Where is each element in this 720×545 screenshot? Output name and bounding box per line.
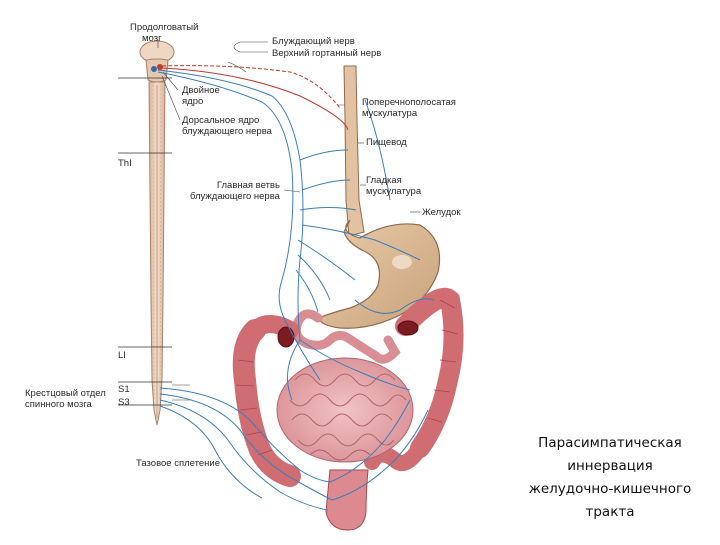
label-striated-muscle-line2: мускулатура [362, 108, 456, 119]
label-esophagus: Пищевод [366, 137, 407, 148]
label-vagus-nerve: Блуждающий нерв [272, 36, 355, 47]
caption-line1: Парасимпатическая [505, 432, 715, 455]
label-nucleus-ambiguus-line1: Двойное [182, 85, 220, 96]
esophagus [344, 66, 364, 236]
label-s3: S3 [118, 397, 130, 408]
label-medulla-line2: мозг [130, 33, 198, 44]
label-medulla: Продолговатый мозг [130, 22, 198, 44]
caption-line4: тракта [505, 501, 715, 524]
label-striated-muscle-line1: Поперечнополосатая [362, 97, 456, 108]
label-th1: ThI [118, 158, 132, 169]
label-superior-laryngeal-nerve: Верхний гортанный нерв [272, 48, 381, 59]
label-smooth-muscle-line1: Гладкая [366, 175, 421, 186]
label-smooth-muscle-line2: мускулатура [366, 186, 421, 197]
label-nucleus-ambiguus-line2: ядро [182, 96, 220, 107]
label-dorsal-nucleus-line2: блуждающего нерва [182, 126, 272, 137]
caption-line3: желудочно-кишечного [505, 478, 715, 501]
label-main-branch-line2: блуждающего нерва [190, 191, 280, 202]
label-pelvic-plexus: Тазовое сплетение [136, 458, 220, 469]
label-sacral-line1: Крестцовый отдел [25, 388, 106, 399]
spinal-cord [140, 41, 174, 425]
label-main-vagus-branch: Главная ветвь блуждающего нерва [190, 180, 280, 202]
small-intestine [277, 358, 413, 462]
figure-caption: Парасимпатическая иннервация желудочно-к… [505, 432, 715, 524]
label-dorsal-nucleus: Дорсальное ядро блуждающего нерва [182, 115, 272, 137]
label-main-branch-line1: Главная ветвь [190, 180, 280, 191]
label-nucleus-ambiguus: Двойное ядро [182, 85, 220, 107]
label-sacral-spinal-cord: Крестцовый отдел спинного мозга [25, 388, 106, 410]
label-s1: S1 [118, 384, 130, 395]
label-medulla-line1: Продолговатый [130, 22, 198, 33]
label-smooth-muscle: Гладкая мускулатура [366, 175, 421, 197]
label-striated-muscle: Поперечнополосатая мускулатура [362, 97, 456, 119]
label-stomach: Желудок [422, 207, 461, 218]
caption-line2: иннервация [505, 455, 715, 478]
label-dorsal-nucleus-line1: Дорсальное ядро [182, 115, 272, 126]
label-l1: LI [118, 350, 126, 361]
stomach-highlight [392, 255, 412, 269]
label-sacral-line2: спинного мозга [25, 399, 106, 410]
